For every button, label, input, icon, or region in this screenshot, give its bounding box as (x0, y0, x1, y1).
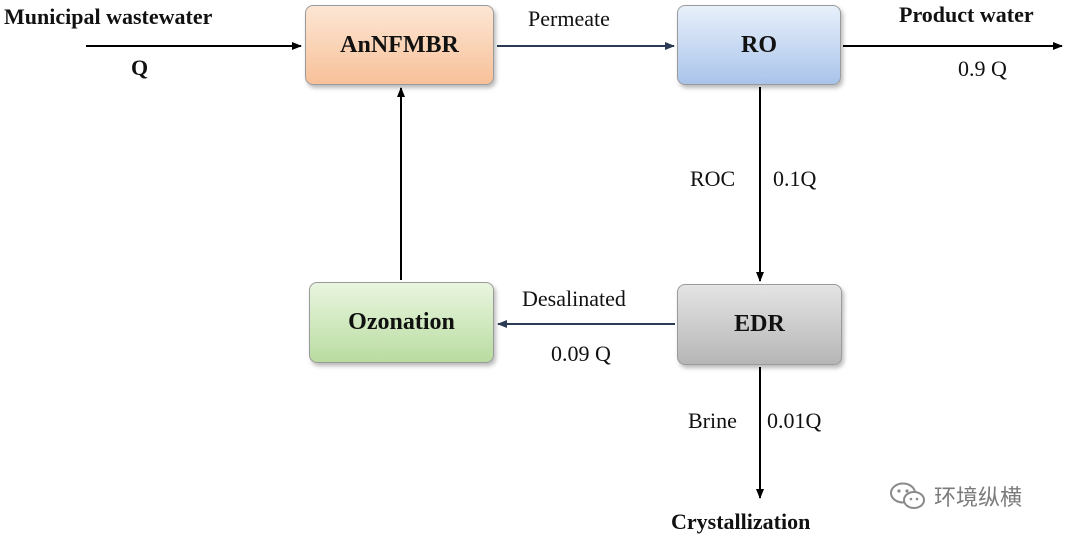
label-desalinated-flow: 0.09 Q (551, 341, 611, 366)
node-annfmbr-label: AnNFMBR (340, 31, 459, 58)
label-influent: Municipal wastewater (4, 4, 213, 29)
label-brine-flow: 0.01Q (767, 408, 822, 433)
watermark: 环境纵横 (888, 480, 1022, 512)
label-roc: ROC (690, 166, 736, 191)
node-annfmbr: AnNFMBR (305, 5, 494, 85)
label-brine: Brine (688, 408, 737, 433)
label-product-water: Product water (899, 2, 1034, 27)
label-product-flow: 0.9 Q (958, 56, 1007, 81)
label-crystallization: Crystallization (671, 509, 811, 534)
watermark-text: 环境纵横 (934, 486, 1023, 511)
node-edr: EDR (677, 284, 842, 365)
label-roc-flow: 0.1Q (773, 166, 817, 191)
node-edr-label: EDR (734, 311, 785, 337)
label-influent-flow: Q (131, 55, 149, 80)
node-ozonation: Ozonation (309, 282, 494, 363)
label-permeate: Permeate (528, 6, 610, 31)
node-ro: RO (677, 5, 841, 85)
node-ro-label: RO (741, 31, 777, 58)
wechat-icon (890, 482, 925, 509)
node-ozonation-label: Ozonation (348, 309, 455, 335)
label-desalinated: Desalinated (522, 286, 626, 311)
